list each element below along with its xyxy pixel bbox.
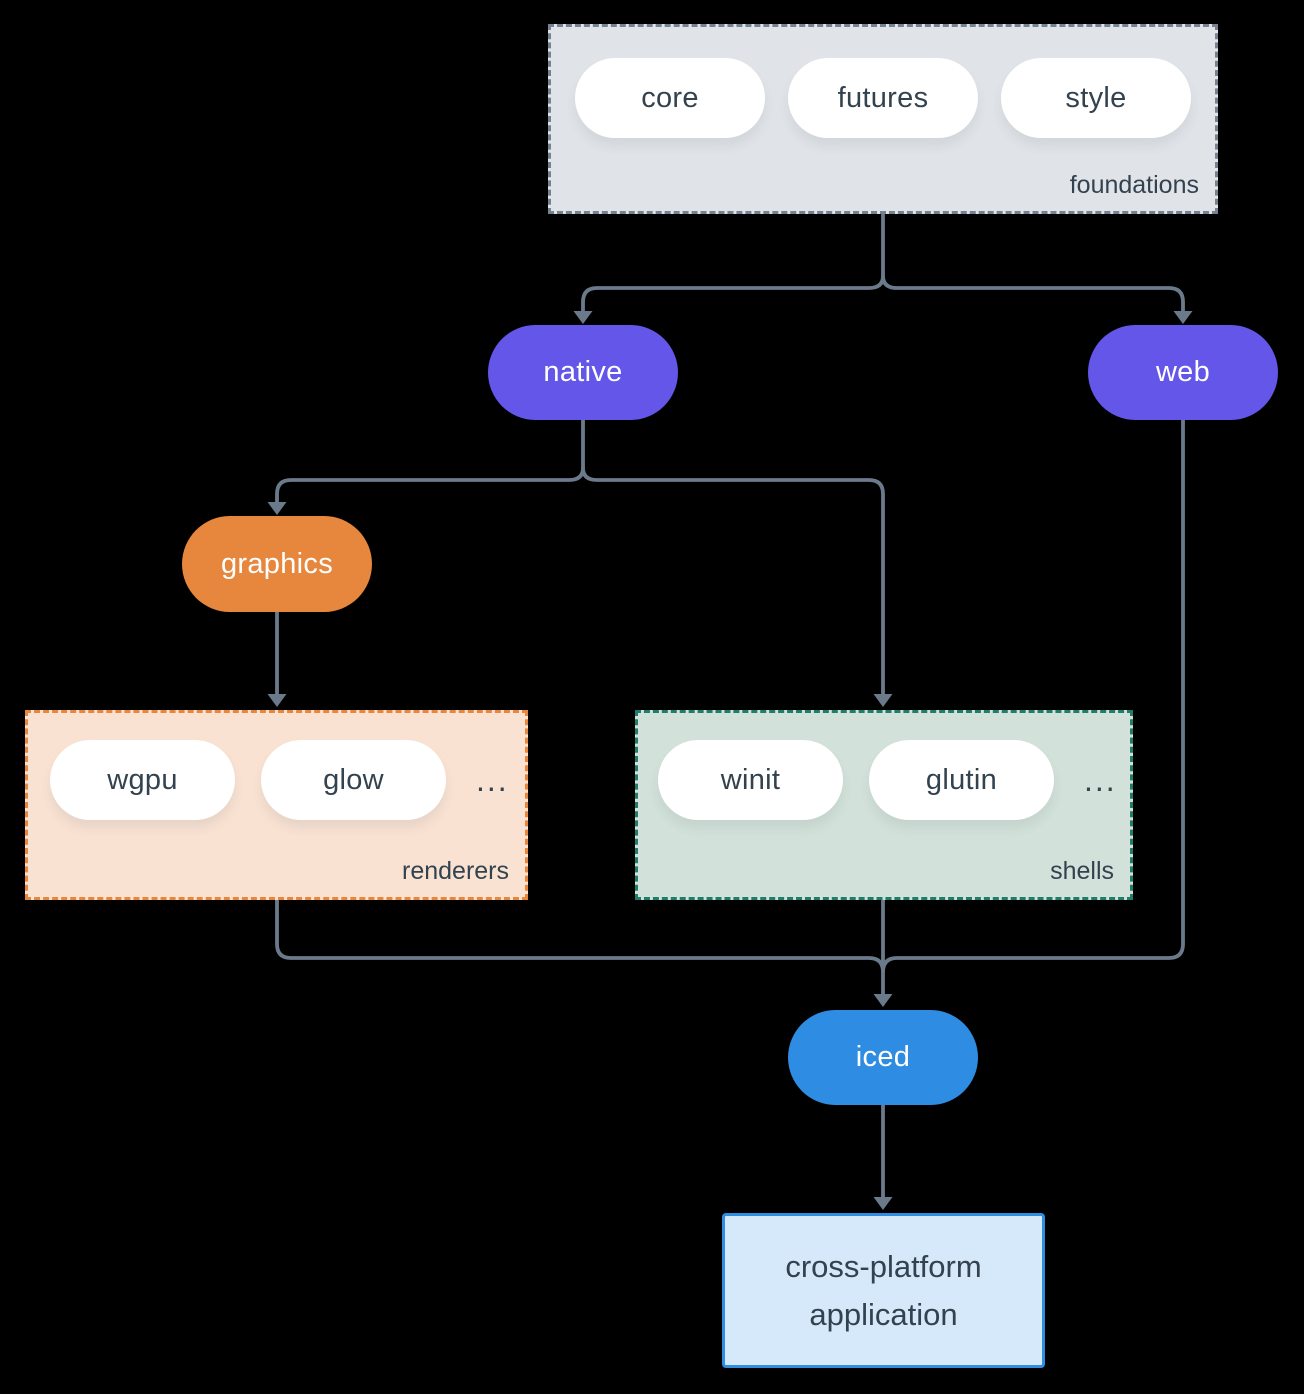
node-iced: iced <box>788 1010 978 1105</box>
node-cross-platform-application: cross-platform application <box>722 1213 1045 1368</box>
group-renderers-label: renderers <box>402 857 509 885</box>
arrowhead-shells <box>873 694 893 707</box>
group-renderers: wgpu glow ... renderers <box>25 710 528 900</box>
node-winit: winit <box>658 740 843 820</box>
node-glow: glow <box>261 740 446 820</box>
group-foundations: core futures style foundations <box>548 24 1218 214</box>
node-native: native <box>488 325 678 420</box>
renderers-ellipsis: ... <box>476 761 509 798</box>
wire-native-to-graphics <box>275 467 585 503</box>
node-style: style <box>1001 58 1191 138</box>
node-wgpu: wgpu <box>50 740 235 820</box>
node-graphics: graphics <box>182 516 372 612</box>
arrowhead-renderers <box>267 694 287 707</box>
wire-native-to-shells <box>581 467 885 695</box>
arrowhead-iced <box>873 994 893 1007</box>
arrowhead-app <box>873 1197 893 1210</box>
node-core: core <box>575 58 765 138</box>
arrowhead-native <box>573 311 593 324</box>
wire-foundations-to-native <box>581 275 885 312</box>
arrowhead-graphics <box>267 502 287 515</box>
wire-foundations-to-web <box>881 275 1185 312</box>
shells-ellipsis: ... <box>1084 761 1117 798</box>
arrowhead-web <box>1173 311 1193 324</box>
node-futures: futures <box>788 58 978 138</box>
group-shells-label: shells <box>1050 857 1114 885</box>
node-web: web <box>1088 325 1278 420</box>
group-shells: winit glutin ... shells <box>635 710 1133 900</box>
node-glutin: glutin <box>869 740 1054 820</box>
wire-renderers-to-merge <box>275 900 885 973</box>
group-foundations-label: foundations <box>1069 171 1199 199</box>
